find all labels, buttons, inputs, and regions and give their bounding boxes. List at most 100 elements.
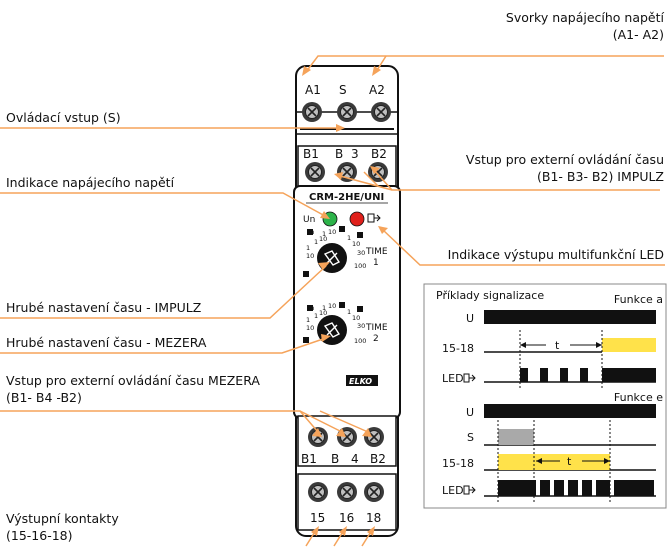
svg-text:30: 30: [357, 249, 365, 257]
terminal-screw-icon[interactable]: [364, 482, 384, 502]
terminal-a1: A1: [305, 83, 321, 97]
label-output-contacts-2: (15-16-18): [6, 528, 73, 543]
svg-text:s: s: [304, 336, 308, 344]
svg-text:10: 10: [306, 324, 314, 332]
terminal-screw-icon[interactable]: [337, 427, 357, 447]
dial-2-time-label: TIME: [365, 323, 388, 333]
legend-title: Příklady signalizace: [436, 289, 544, 302]
svg-text:1: 1: [314, 238, 318, 246]
terminal-a2: A2: [369, 83, 385, 97]
label-led-indication: Indikace výstupu multifunkční LED: [448, 247, 664, 262]
svg-text:1: 1: [347, 308, 351, 316]
terminal-b1-top: B1: [303, 147, 319, 161]
svg-text:1: 1: [306, 244, 310, 252]
terminal-screw-icon[interactable]: [308, 427, 328, 447]
led-pulses-a: [520, 368, 656, 382]
terminal-screw-icon[interactable]: [305, 162, 325, 182]
row-u-e: U: [466, 406, 474, 419]
output-bar-a: [602, 338, 656, 352]
u-bar-a: [484, 310, 656, 324]
dial-1-time-num: 1: [373, 258, 379, 268]
label-ext-impulz-1: Vstup pro externí ovládání času: [466, 152, 664, 167]
dial-1-knob-icon: [323, 250, 341, 266]
terminal-screw-icon[interactable]: [308, 482, 328, 502]
terminal-3: 3: [351, 147, 359, 161]
svg-text:10: 10: [328, 302, 336, 310]
dashed-markers-e: [497, 420, 611, 504]
terminal-15: 15: [310, 511, 325, 525]
svg-text:1: 1: [322, 304, 326, 312]
svg-text:ELKO: ELKO: [349, 377, 372, 386]
svg-text:30: 30: [357, 322, 365, 330]
svg-text:1: 1: [306, 316, 310, 324]
label-ext-mezera-2: (B1- B4 -B2): [6, 390, 82, 405]
terminal-b2-top: B2: [371, 147, 387, 161]
leader-arrowheads: [302, 66, 388, 536]
terminal-b-bottom: B: [331, 452, 339, 466]
led-symbol-a-icon: [463, 373, 476, 383]
output-bar-e: [498, 454, 610, 470]
svg-text:1: 1: [347, 234, 351, 242]
model-name: CRM-2HE/UNI: [309, 192, 384, 203]
svg-text:h: h: [340, 301, 344, 309]
terminal-18: 18: [366, 511, 381, 525]
row-s-e: S: [467, 431, 474, 444]
label-supply-terminals-2: (A1- A2): [613, 27, 664, 42]
svg-text:100: 100: [354, 262, 366, 270]
svg-text:1: 1: [314, 312, 318, 320]
dial-2[interactable]: m h d s 1 10 1 10 1 10 30 100 10 1 TIME …: [303, 301, 388, 345]
svg-text:100: 100: [354, 337, 366, 345]
label-supply-indication: Indikace napájecího napětí: [6, 175, 175, 190]
t-label-a: t: [555, 339, 560, 352]
svg-text:m: m: [308, 304, 314, 312]
row-led-a: LED: [442, 372, 464, 385]
label-ext-mezera-1: Vstup pro externí ovládání času MEZERA: [6, 373, 260, 388]
dial-2-scale: m h d s 1 10 1 10 1 10 30 100 10 1: [303, 301, 366, 345]
t-label-e: t: [567, 455, 572, 468]
row-u-a: U: [466, 312, 474, 325]
terminal-s: S: [339, 83, 347, 97]
terminal-screws: [302, 102, 391, 502]
legend-funkce-e: Funkce e: [614, 391, 663, 404]
svg-text:10: 10: [328, 228, 336, 236]
svg-text:10: 10: [352, 314, 360, 322]
output-led-red: [349, 211, 365, 227]
brand-logo: ELKO: [346, 375, 378, 386]
svg-text:m: m: [308, 228, 314, 236]
svg-text:10: 10: [319, 235, 327, 243]
row-1518-e: 15-18: [442, 457, 474, 470]
legend-funkce-a: Funkce a: [614, 293, 663, 306]
signalization-legend: Příklady signalizace Funkce a U 15-18 t …: [423, 283, 667, 509]
terminal-b1-bottom: B1: [301, 452, 317, 466]
dial-2-time-num: 2: [373, 334, 379, 344]
label-output-contacts-1: Výstupní kontakty: [6, 511, 119, 526]
relay-symbol-icon: [367, 213, 381, 223]
terminal-b-top: B: [335, 147, 343, 161]
terminal-screw-icon[interactable]: [371, 102, 391, 122]
label-ext-impulz-2: (B1- B3- B2) IMPULZ: [537, 169, 664, 184]
terminal-screw-icon[interactable]: [337, 482, 357, 502]
relay-device: [293, 65, 401, 537]
row-led-e: LED: [442, 484, 464, 497]
svg-text:10: 10: [306, 252, 314, 260]
dashed-markers-a: [519, 330, 603, 390]
label-control-input: Ovládací vstup (S): [6, 110, 121, 125]
label-coarse-impulz: Hrubé nastavení času - IMPULZ: [6, 300, 201, 315]
terminal-screw-icon[interactable]: [337, 102, 357, 122]
svg-text:1: 1: [322, 230, 326, 238]
label-coarse-mezera: Hrubé nastavení času - MEZERA: [6, 335, 207, 350]
svg-text:h: h: [340, 225, 344, 233]
u-bar-e: [484, 404, 656, 418]
terminal-16: 16: [339, 511, 354, 525]
svg-text:d: d: [358, 231, 362, 239]
terminal-b2-bottom: B2: [370, 452, 386, 466]
dial-1-scale: m h d s 1 10 1 10 1 10 30 100 10 1: [303, 225, 366, 278]
led-pulses-e: [498, 480, 654, 496]
dial-1-time-label: TIME: [365, 247, 388, 257]
terminal-4: 4: [351, 452, 359, 466]
svg-text:s: s: [304, 270, 308, 278]
led-symbol-e-icon: [463, 485, 476, 495]
svg-text:d: d: [358, 305, 362, 313]
terminal-screw-icon[interactable]: [302, 102, 322, 122]
